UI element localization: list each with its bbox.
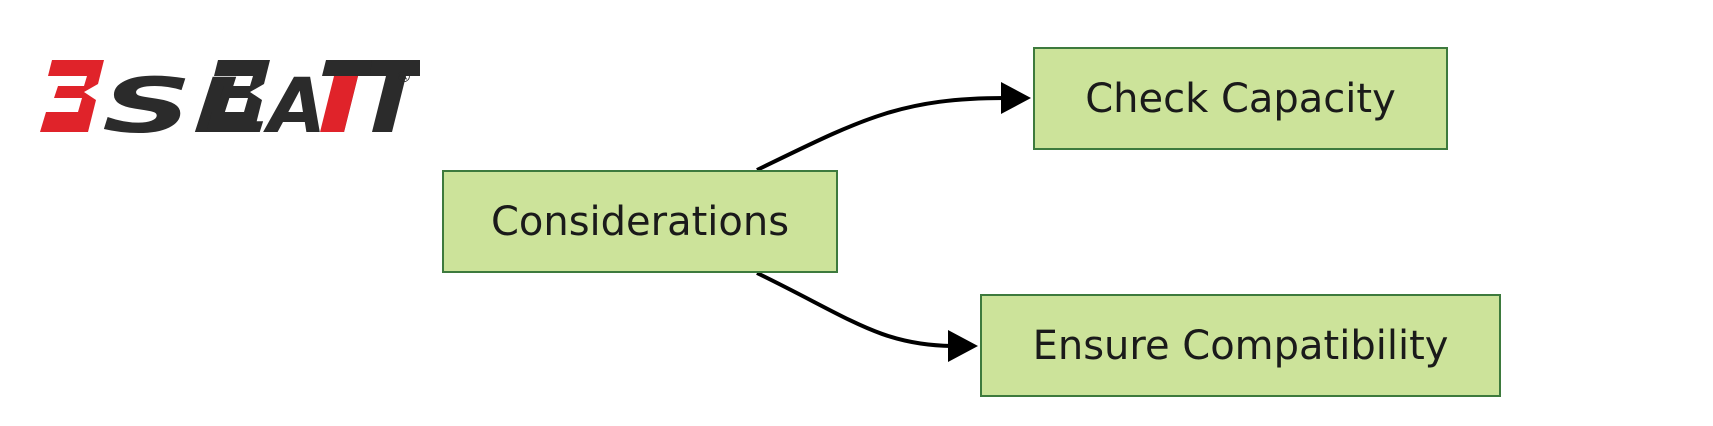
node-ensure-compatibility: Ensure Compatibility — [980, 294, 1501, 397]
node-label: Check Capacity — [1085, 75, 1396, 122]
registered-mark: ® — [396, 67, 412, 86]
logo-b2-mark — [206, 60, 270, 132]
node-label: Considerations — [490, 198, 790, 245]
node-considerations: Considerations — [442, 170, 838, 273]
arrowhead-check — [1001, 82, 1031, 114]
node-label: Ensure Compatibility — [1032, 322, 1449, 369]
node-check-capacity: Check Capacity — [1033, 47, 1448, 150]
lightning-icon — [356, 82, 374, 126]
edge-considerations-to-ensure — [756, 271, 953, 348]
edge-considerations-to-check — [756, 96, 1006, 172]
bslbatt-logo-graphic: SL A ® — [40, 60, 420, 142]
logo-bolt-block — [320, 76, 359, 132]
bslbatt-logo: SL A ® — [40, 52, 420, 142]
arrowhead-ensure — [948, 330, 978, 362]
logo-t2 — [370, 60, 420, 132]
logo-a-letter: A — [263, 61, 326, 142]
logo-b-mark — [40, 60, 104, 132]
